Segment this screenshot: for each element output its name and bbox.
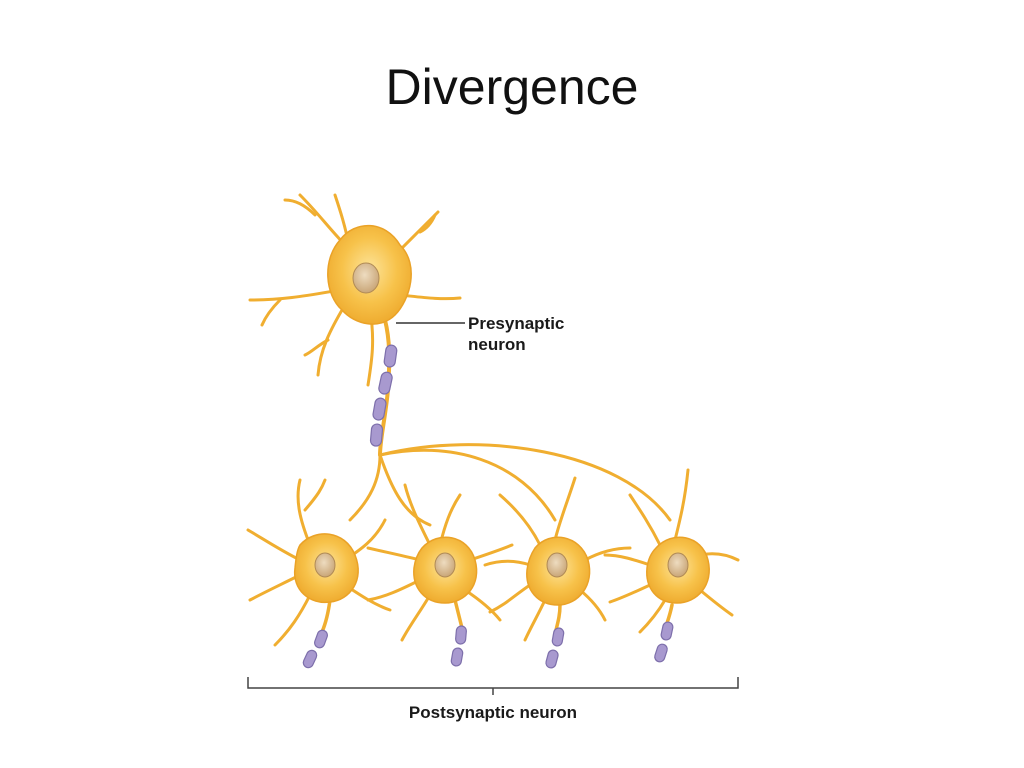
presynaptic-neuron: [248, 193, 672, 527]
presynaptic-label-line2: neuron: [468, 335, 526, 354]
postsynaptic-neuron-3: [483, 476, 632, 669]
presynaptic-myelin-sheath: [369, 344, 398, 447]
postsynaptic-neuron-1: [246, 478, 392, 669]
postsynaptic-neuron-4: [603, 468, 740, 663]
presynaptic-label-line1: Presynaptic: [468, 314, 564, 333]
presynaptic-soma: [327, 224, 412, 325]
postsynaptic-neuron-2: [366, 483, 514, 667]
postsynaptic-label: Postsynaptic neuron: [409, 703, 577, 722]
postsynaptic-bracket: [247, 677, 739, 695]
slide-title: Divergence: [385, 59, 639, 115]
